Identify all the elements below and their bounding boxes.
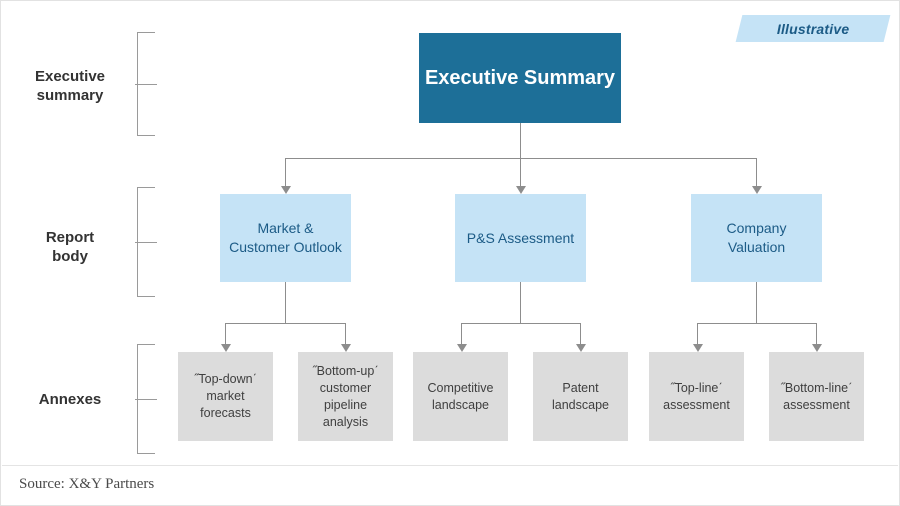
node-top-down-market-forecasts-line1: ˝Top-downˊ	[194, 372, 257, 386]
node-competitive-landscape[interactable]: Competitive landscape	[413, 352, 508, 441]
illustrative-badge: Illustrative	[735, 15, 891, 42]
node-bottom-up-customer-pipeline-analysis-line2: customer	[319, 380, 372, 395]
node-patent-landscape-line2: landscape	[552, 397, 609, 412]
connector-mco-bus	[225, 323, 346, 324]
node-executive-summary-label: Executive Summary	[424, 66, 616, 89]
connector-cv-drop-right	[816, 323, 817, 344]
arrow-to-top-line-assessment	[693, 344, 703, 352]
connector-mco-stem	[285, 282, 286, 323]
connector-mco-drop-left	[225, 323, 226, 344]
arrow-to-bottom-up-customer-pipeline-analysis	[341, 344, 351, 352]
connector-exec-stem	[520, 123, 521, 158]
node-bottom-line-assessment-line1: ˝Bottom-lineˊ	[780, 380, 853, 395]
node-bottom-up-customer-pipeline-analysis-line4: analysis	[322, 414, 369, 429]
node-top-line-assessment-line1: ˝Top-lineˊ	[670, 380, 723, 395]
node-bottom-line-assessment[interactable]: ˝Bottom-lineˊ assessment	[769, 352, 864, 441]
source-note: Source: X&Y Partners	[19, 476, 155, 492]
bracket-tick-annexes	[135, 399, 157, 400]
arrow-to-market-customer-outlook	[281, 186, 291, 194]
connector-ps-drop-left	[461, 323, 462, 344]
node-market-customer-outlook-line1: Market &	[257, 220, 314, 236]
row-label-annexes-text: Annexes	[38, 391, 102, 408]
connector-ps-stem	[520, 282, 521, 323]
row-label-annexes: Annexes	[5, 390, 135, 409]
node-bottom-up-customer-pipeline-analysis[interactable]: ˝Bottom-upˊ customer pipeline analysis	[298, 352, 393, 441]
node-competitive-landscape-line2: landscape	[432, 397, 489, 412]
row-label-report-body-line2: body	[52, 248, 88, 265]
node-bottom-up-customer-pipeline-analysis-line3: pipeline	[323, 397, 368, 412]
connector-mco-drop-right	[345, 323, 346, 344]
node-company-valuation-line1: Company	[726, 220, 787, 236]
connector-cv-bus	[697, 323, 817, 324]
node-market-customer-outlook-line2: Customer Outlook	[229, 239, 342, 255]
connector-exec-drop-right	[756, 158, 757, 186]
bracket-tick-executive-summary	[135, 84, 157, 85]
node-bottom-up-customer-pipeline-analysis-line1: ˝Bottom-upˊ	[312, 363, 379, 378]
footer-divider	[2, 465, 898, 466]
node-company-valuation-line2: Valuation	[727, 239, 786, 255]
node-ps-assessment-line1: P&S Assessment	[466, 229, 575, 246]
arrow-to-top-down-market-forecasts	[221, 344, 231, 352]
illustrative-label: Illustrative	[776, 20, 850, 37]
connector-exec-bus	[285, 158, 757, 159]
connector-ps-drop-right	[580, 323, 581, 344]
node-patent-landscape[interactable]: Patent landscape	[533, 352, 628, 441]
connector-exec-drop-mid	[520, 158, 521, 186]
node-company-valuation[interactable]: Company Valuation	[691, 194, 822, 282]
connector-exec-drop-left	[285, 158, 286, 186]
node-ps-assessment[interactable]: P&S Assessment	[455, 194, 586, 282]
node-top-down-market-forecasts-line2: market	[206, 389, 245, 403]
arrow-to-bottom-line-assessment	[812, 344, 822, 352]
arrow-to-ps-assessment	[516, 186, 526, 194]
node-top-line-assessment[interactable]: ˝Top-lineˊ assessment	[649, 352, 744, 441]
node-bottom-line-assessment-line2: assessment	[783, 397, 850, 412]
node-top-line-assessment-line2: assessment	[663, 397, 730, 412]
row-label-executive-summary-line1: Executive	[34, 68, 106, 85]
node-top-down-market-forecasts[interactable]: ˝Top-downˊ market forecasts	[178, 352, 273, 441]
bracket-tick-report-body	[135, 242, 157, 243]
node-competitive-landscape-line1: Competitive	[427, 380, 494, 395]
node-executive-summary[interactable]: Executive Summary	[419, 33, 621, 123]
row-label-report-body-line1: Report	[45, 229, 95, 246]
arrow-to-competitive-landscape	[457, 344, 467, 352]
connector-cv-stem	[756, 282, 757, 323]
arrow-to-company-valuation	[752, 186, 762, 194]
connector-ps-bus	[461, 323, 581, 324]
row-label-report-body: Report body	[5, 228, 135, 266]
connector-cv-drop-left	[697, 323, 698, 344]
node-patent-landscape-line1: Patent	[562, 380, 599, 395]
node-market-customer-outlook[interactable]: Market & Customer Outlook	[220, 194, 351, 282]
arrow-to-patent-landscape	[576, 344, 586, 352]
node-top-down-market-forecasts-line3: forecasts	[200, 406, 251, 420]
row-label-executive-summary-line2: summary	[36, 87, 104, 104]
row-label-executive-summary: Executive summary	[5, 67, 135, 105]
